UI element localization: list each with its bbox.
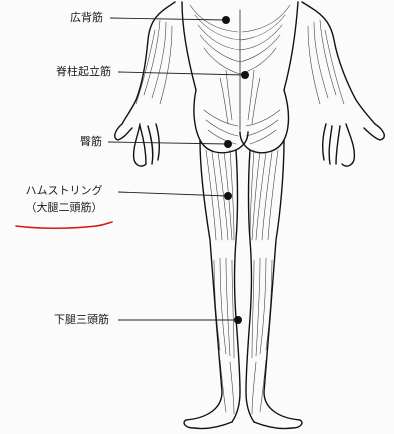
- leader-lines: [108, 18, 245, 320]
- red-underline: [16, 222, 112, 228]
- dot-gluteus: [224, 140, 232, 148]
- dot-hamstrings: [224, 192, 232, 200]
- leader-latissimus: [110, 18, 226, 20]
- dot-erector: [241, 71, 249, 79]
- muscle-striations: [136, 5, 344, 414]
- body-outline: [115, 2, 385, 429]
- dot-latissimus: [222, 16, 230, 24]
- label-latissimus: 広背筋: [70, 11, 103, 24]
- label-triceps-surae: 下腿三頭筋: [54, 313, 109, 326]
- leader-gluteus: [108, 142, 228, 144]
- label-erector-spinae: 脊柱起立筋: [56, 65, 111, 78]
- label-hamstrings-line1: ハムストリング: [10, 184, 118, 197]
- label-gluteus: 臀筋: [80, 135, 102, 148]
- label-hamstrings-line2: （大腿二頭筋）: [10, 201, 118, 214]
- label-hamstrings: ハムストリング （大腿二頭筋）: [10, 184, 118, 214]
- dot-triceps-surae: [234, 316, 242, 324]
